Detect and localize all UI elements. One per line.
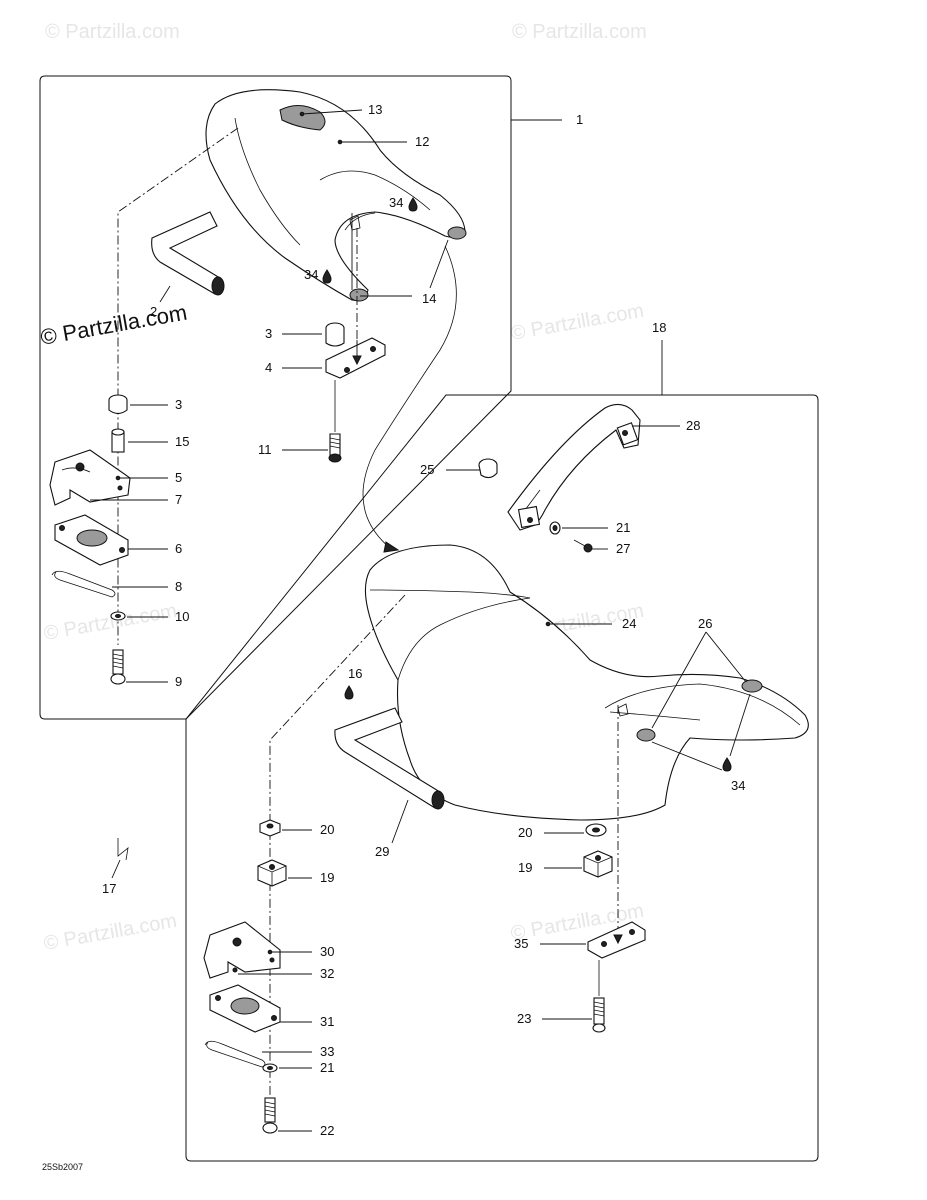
assembly-arrow-curve [362, 245, 457, 549]
watermark-bottom-left: © Partzilla.com [42, 910, 179, 955]
callout-10: 10 [175, 609, 189, 624]
spring-33 [204, 1040, 266, 1068]
callout-20: 20 [320, 822, 334, 837]
callout-25: 25 [420, 462, 434, 477]
callout-2: 2 [150, 304, 157, 319]
callout-19: 19 [518, 860, 532, 875]
callout-30: 30 [320, 944, 334, 959]
bumper-25 [478, 458, 498, 479]
spring-8 [51, 570, 116, 598]
nut-plate-19-left [257, 859, 287, 887]
grab-handle-28 [507, 403, 641, 531]
watermark-top-right: © Partzilla.com [512, 21, 647, 43]
support-plate-4 [325, 337, 386, 379]
screw-27 [573, 539, 593, 553]
nut-20-left [259, 819, 281, 837]
seat-rod [151, 211, 225, 303]
callout-18: 18 [652, 320, 666, 335]
callout-19: 19 [320, 870, 334, 885]
seat-cover [205, 89, 467, 302]
part-17 [117, 838, 129, 861]
screw-11 [328, 380, 342, 463]
callout-11: 11 [258, 442, 272, 457]
screw-23 [592, 960, 606, 1033]
callout-32: 32 [320, 966, 334, 981]
drawing-code: 25Sb2007 [42, 1162, 83, 1172]
callout-7: 7 [175, 492, 182, 507]
callout-8: 8 [175, 579, 182, 594]
callout-17: 17 [102, 881, 116, 896]
seat-24 [364, 544, 809, 821]
spacer-15 [111, 428, 125, 453]
callout-23: 23 [517, 1011, 531, 1026]
screw-9 [110, 649, 126, 685]
callout-4: 4 [265, 360, 272, 375]
adhesive-drop-icon [722, 757, 732, 772]
group-frame-seat-cover [39, 75, 512, 720]
callout-16: 16 [348, 666, 362, 681]
adhesive-drop-icon [344, 685, 354, 700]
callout-34: 34 [389, 195, 403, 210]
callout-20: 20 [518, 825, 532, 840]
leader-lines [90, 109, 751, 1132]
callout-31: 31 [320, 1014, 334, 1029]
watermark-mid-right: © Partzilla.com [509, 300, 646, 345]
screw-22 [262, 1097, 278, 1134]
adhesive-drop-icon [408, 197, 418, 212]
callout-3: 3 [265, 326, 272, 341]
callout-1: 1 [576, 112, 583, 127]
callout-26: 26 [698, 616, 712, 631]
latch-base-6 [54, 514, 129, 566]
callout-34: 34 [731, 778, 745, 793]
callout-labels: 1 2 3 3 4 5 6 7 8 9 10 11 12 13 14 15 16… [102, 102, 745, 1138]
callout-33: 33 [320, 1044, 334, 1059]
callout-28: 28 [686, 418, 700, 433]
callout-14: 14 [422, 291, 436, 306]
callout-22: 22 [320, 1123, 334, 1138]
watermark-left-mid: © Partzilla.com [42, 600, 179, 645]
callout-27: 27 [616, 541, 630, 556]
watermark-large: © Partzilla.com [39, 300, 189, 350]
latch-30 [203, 921, 281, 979]
latch-base-31 [209, 984, 281, 1033]
callout-34: 34 [304, 267, 318, 282]
latch-5 [49, 449, 131, 506]
callout-21: 21 [616, 520, 630, 535]
callout-24: 24 [622, 616, 636, 631]
support-plate-35 [587, 921, 646, 959]
callout-29: 29 [375, 844, 389, 859]
callout-12: 12 [415, 134, 429, 149]
assembly-arrowhead [383, 541, 400, 553]
centerline-upper-left [117, 127, 239, 645]
watermark-top-left: © Partzilla.com [45, 21, 180, 43]
adhesive-drop-icon [322, 269, 332, 284]
callout-6: 6 [175, 541, 182, 556]
washer-21-upper [549, 521, 561, 535]
callout-15: 15 [175, 434, 189, 449]
nut-20-right [585, 823, 607, 837]
callout-3: 3 [175, 397, 182, 412]
group-frame-seat-assembly [185, 394, 819, 1162]
bumper-3 [108, 394, 128, 415]
washer-10 [110, 611, 126, 621]
nut-plate-19-right [583, 850, 613, 878]
seat-rod-29 [334, 707, 445, 844]
washer-21-lower [262, 1063, 278, 1073]
callout-35: 35 [514, 936, 528, 951]
callout-9: 9 [175, 674, 182, 689]
bumper-upper-3 [325, 322, 345, 347]
callout-5: 5 [175, 470, 182, 485]
callout-21: 21 [320, 1060, 334, 1075]
callout-13: 13 [368, 102, 382, 117]
